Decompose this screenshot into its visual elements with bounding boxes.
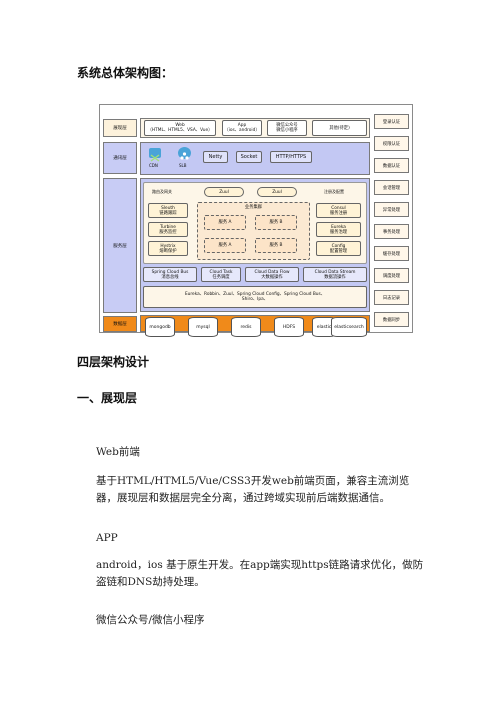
consul-sub: 服务注册 [329,210,348,216]
consul-box: Consul 服务注册 [316,203,361,218]
service-a-2: 服务 A [204,238,246,253]
datastore-hdfs: HDFS [274,317,304,337]
sleuth-sub: 链路跟踪 [159,210,177,216]
flow-sub: 大数据操作 [261,274,283,280]
flow-label: Cloud Data Flow [254,269,290,275]
side-item: 权限认证 [374,136,409,151]
eureka-label: Eureka [331,224,346,230]
tech-stack-line1: Eureka、Robbin、Zuul、Spring Cloud Config、S… [184,292,326,297]
app-box: App （ios、android） [222,120,262,136]
flow-box: Cloud Data Flow 大数据操作 [245,267,299,282]
other-box: 其他(待定) [312,120,367,136]
business-label: 业务集群 [244,205,263,210]
bus-box: Spring Cloud Bus 消息总线 [143,267,197,282]
sleuth-label: Sleuth [161,205,175,211]
stream-label: Cloud Data Stream [314,269,356,275]
wechat-sub: 微信小程序 [276,128,298,133]
slb-icon [178,147,191,160]
tech-stack-line2: Shiro、Ipa、 [241,297,269,302]
datastore-redis: redis [231,317,261,337]
side-item: 会话管理 [374,180,409,195]
app-description: android，ios 基于原生开发。在app端实现https链路请求优化，做防… [96,559,424,588]
turbine-sub: 服务监控 [159,229,177,235]
side-item: 事务处理 [374,224,409,239]
wechat-title: 微信公众号/微信小程序 [96,614,205,626]
side-item: 数据同步 [374,312,409,327]
layer-data: 数据层 [103,316,137,332]
service-b-1: 服务 B [255,215,297,230]
bus-sub: 消息总线 [161,274,179,280]
hystrix-label: Hystrix [160,243,176,249]
service-b-2: 服务 B [255,238,297,253]
turbine-box: Turbine 服务监控 [148,222,188,237]
config-label: Config [331,243,346,249]
config-box: Config 配置管理 [316,241,361,256]
slb-label: SLB [179,163,187,168]
architecture-diagram: 展现层 通讯层 服务层 数据层 Web （HTML、HTML5、VSA、Vue）… [99,104,413,337]
section-one-heading: 一、展现层 [77,391,138,405]
stream-sub: 数据流操作 [324,274,346,280]
datastore-elasticsearch: elasticsearch [331,317,367,337]
side-item: 异常处理 [374,202,409,217]
web-sub: （HTML、HTML5、VSA、Vue） [147,128,213,133]
turbine-label: Turbine [160,224,176,230]
layer-presentation: 展现层 [103,119,137,137]
four-layer-heading: 四层架构设计 [77,355,150,369]
web-title: Web前端 [96,446,140,458]
hystrix-box: Hystrix 熔断保护 [148,241,188,256]
eureka-box: Eureka 服务治理 [316,222,361,237]
socket-box: Socket [236,151,262,163]
config-sub: 配置管理 [329,248,348,254]
datastore-mysql: mysql [188,317,218,337]
consul-label: Consul [331,205,346,211]
side-item: 数据认证 [374,158,409,173]
app-sub: （ios、android） [224,128,260,133]
service-a-1: 服务 A [204,215,246,230]
bus-label: Spring Cloud Bus [151,269,189,275]
task-box: Cloud Task 任务调度 [201,267,241,282]
cdn-icon [149,148,161,162]
stream-box: Cloud Data Stream 数据流操作 [303,267,367,282]
netty-box: Netty [203,151,228,163]
eureka-sub: 服务治理 [329,229,348,235]
web-box: Web （HTML、HTML5、VSA、Vue） [144,120,216,136]
zuul-box-1: Zuul [204,187,244,197]
gateway-right-label: 注册及配置 [324,189,344,194]
sleuth-box: Sleuth 链路跟踪 [148,203,188,218]
app-title: APP [96,532,118,544]
side-item: 登录认证 [374,114,409,129]
app-label: App [237,123,247,128]
hystrix-sub: 熔断保护 [159,248,177,254]
zuul-box-2: Zuul [257,187,297,197]
datastore-mongodb: mongodb [145,317,175,337]
wechat-box: 微信公众号 微信小程序 [267,120,307,136]
task-label: Cloud Task [209,269,233,275]
side-item: 调度处理 [374,268,409,283]
cdn-label: CDN [149,163,158,168]
layer-service: 服务层 [103,178,137,313]
wechat-label: 微信公众号 [276,123,298,128]
tech-stack-box: Eureka、Robbin、Zuul、Spring Cloud Config、S… [143,286,367,308]
architecture-heading: 系统总体架构图： [77,66,174,80]
layer-access: 通讯层 [103,142,137,174]
task-sub: 任务调度 [212,274,230,280]
web-description: 基于HTML/HTML5/Vue/CSS3开发web前端页面，兼容主流浏览器，展… [96,475,410,504]
side-item: 缓存处理 [374,246,409,261]
web-label: Web [175,123,185,128]
gateway-left-label: 路由及网关 [152,189,172,194]
side-item: 日志记录 [374,290,409,305]
http-box: HTTP/HTTPS [270,151,312,163]
